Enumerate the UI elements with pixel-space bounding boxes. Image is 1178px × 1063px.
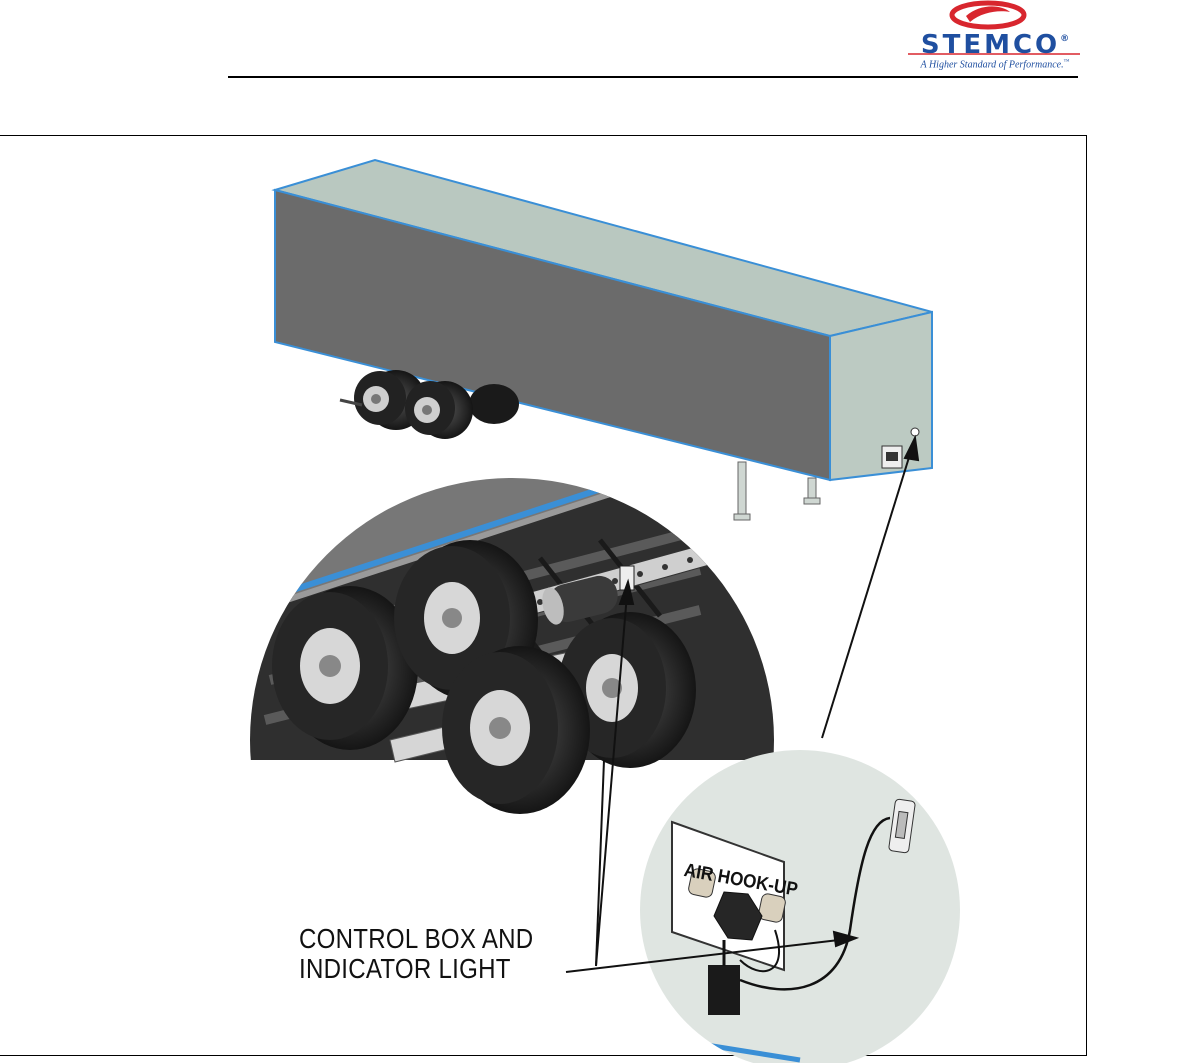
landing-gear-left <box>738 462 746 516</box>
air-hookup-detail <box>640 750 960 1063</box>
callout-label: CONTROL BOX AND INDICATOR LIGHT <box>299 924 533 984</box>
front-indicator-light <box>911 428 919 436</box>
trailer <box>275 160 932 520</box>
landing-gear-right <box>808 478 816 500</box>
detail-control-box <box>708 965 740 1015</box>
callout-line-2: INDICATOR LIGHT <box>299 954 533 984</box>
callout-line-1: CONTROL BOX AND <box>299 924 533 954</box>
